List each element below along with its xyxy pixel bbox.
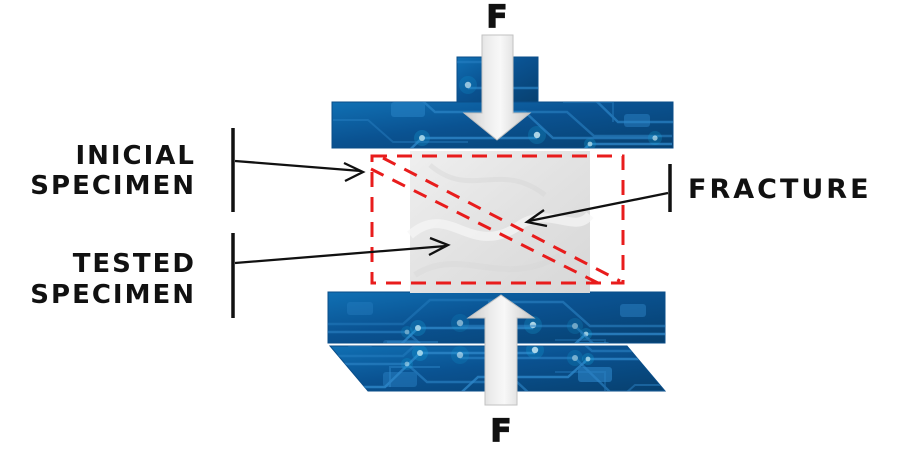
labels: F F INICIAL SPECIMEN TESTED SPECIMEN FRA… (30, 0, 872, 450)
tested-specimen-label-line2: SPECIMEN (30, 280, 196, 310)
force-arrow-down-icon (462, 34, 532, 141)
fracture-shear-line-upper (382, 156, 621, 283)
tested-specimen-label-line1: TESTED (73, 249, 196, 279)
initial-specimen-label-line2: SPECIMEN (30, 171, 196, 201)
tested-specimen-callout-line (234, 244, 447, 265)
tested-specimen-block (407, 151, 594, 293)
callout-lines (231, 128, 672, 318)
fracture-arrowhead-icon (524, 209, 548, 228)
force-bottom-label: F (490, 413, 511, 449)
tested-specimen-arrowhead-icon (428, 236, 451, 257)
fracture-callout-line (528, 191, 669, 223)
force-top-label: F (486, 0, 507, 35)
fracture-shear-line-lower (370, 167, 599, 285)
specimen-swirl-texture (407, 163, 594, 278)
initial-specimen-label-line1: INICIAL (75, 141, 196, 171)
force-arrow-up-icon (466, 294, 536, 406)
initial-specimen-callout-line (234, 159, 362, 173)
initial-specimen-outline-group (370, 154, 625, 285)
initial-specimen-arrowhead-icon (343, 161, 366, 183)
fracture-label: FRACTURE (688, 174, 872, 205)
initial-specimen-dashed-outline (370, 154, 625, 285)
